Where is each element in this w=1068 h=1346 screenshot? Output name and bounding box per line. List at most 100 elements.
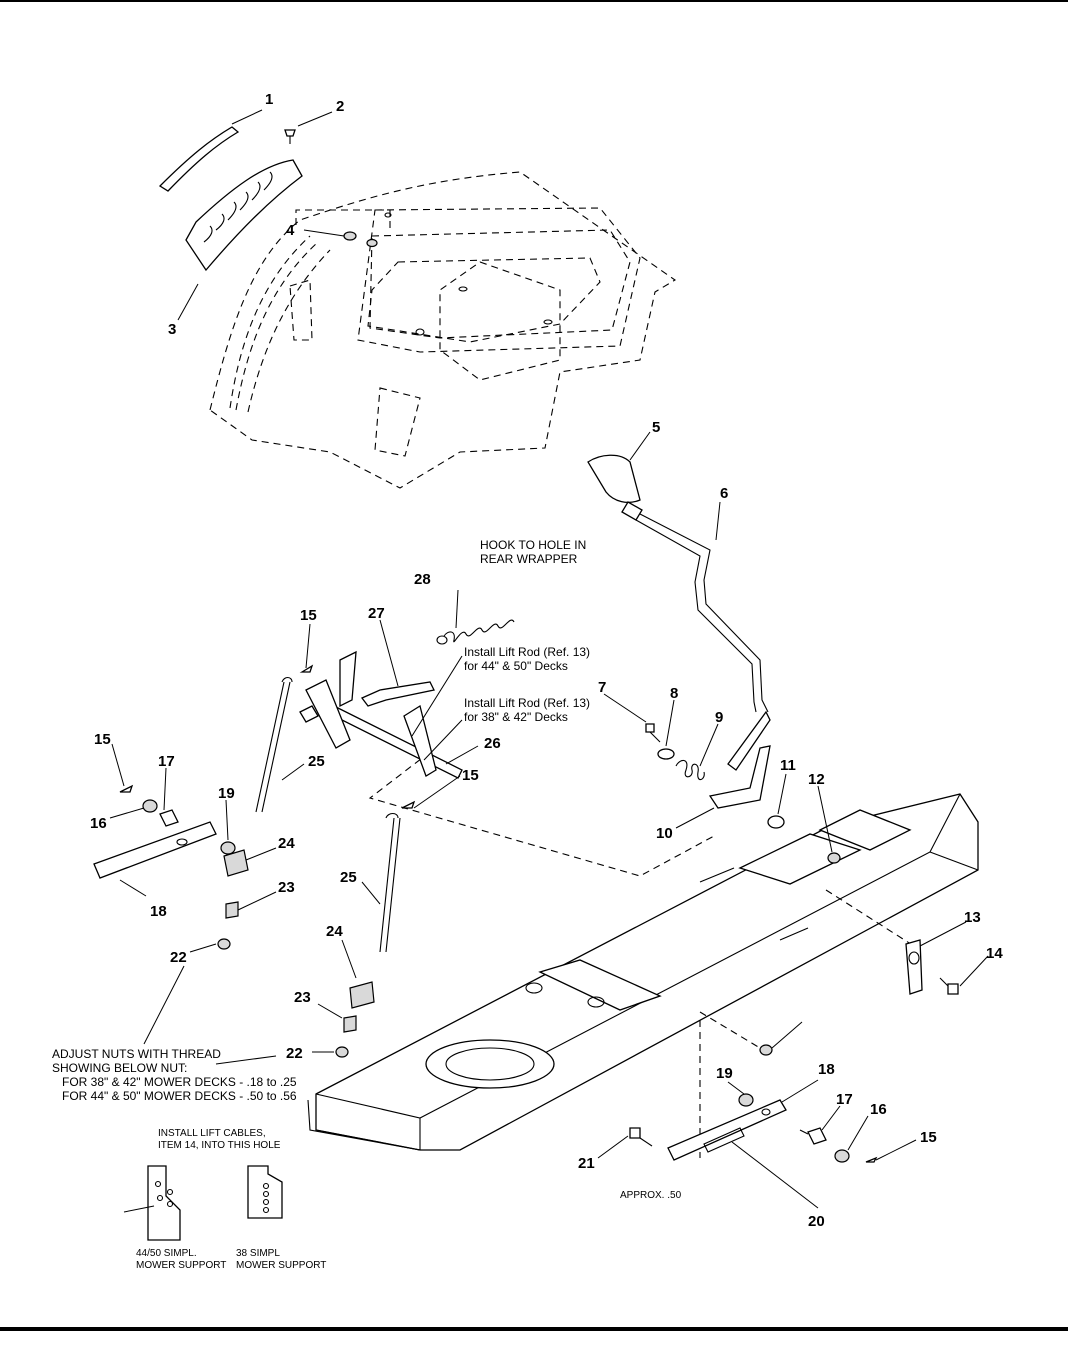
part-16-washer-right (834, 1149, 850, 1163)
note-install-lift-cables: INSTALL LIFT CABLES, ITEM 14, INTO THIS … (158, 1128, 281, 1151)
part-12-nut-lower (759, 1044, 773, 1056)
note-hook-line-1: HOOK TO HOLE IN (480, 538, 586, 552)
note-cables-line-1: INSTALL LIFT CABLES, (158, 1128, 266, 1139)
callout-25-left: 25 (308, 753, 325, 770)
top-rule (0, 0, 1068, 2)
callout-24-right: 24 (326, 923, 343, 940)
callout-4: 4 (286, 222, 295, 239)
callout-21: 21 (578, 1155, 595, 1172)
callout-23-left: 23 (278, 879, 295, 896)
label-38-line-2: MOWER SUPPORT (236, 1260, 326, 1271)
part-5-knob (587, 454, 641, 503)
part-17-pin-left (159, 809, 179, 827)
callout-15-a: 15 (300, 607, 317, 624)
note-lift44-line-1: Install Lift Rod (Ref. 13) (464, 645, 590, 659)
note-adjust-line-4: FOR 44" & 50" MOWER DECKS - .50 to .56 (62, 1089, 297, 1103)
part-28-spring (436, 619, 515, 645)
callout-10: 10 (656, 825, 673, 842)
callout-16-right: 16 (870, 1101, 887, 1118)
callout-19-left: 19 (218, 785, 235, 802)
part-23-spacer-right (343, 1015, 357, 1033)
part-8-washer (657, 748, 675, 760)
mower-support-4450-icon (123, 1165, 181, 1241)
bottom-rule (0, 1327, 1068, 1331)
part-25-lift-rod-left (255, 676, 293, 813)
part-6-lift-lever (621, 501, 771, 771)
part-21-bolt (629, 1127, 653, 1147)
note-cables-line-2: ITEM 14, INTO THIS HOLE (158, 1140, 281, 1151)
callout-13: 13 (964, 909, 981, 926)
part-15-cotter-a (299, 664, 314, 673)
label-4450-mower-support: 44/50 SIMPL. MOWER SUPPORT (136, 1248, 226, 1271)
callout-27: 27 (368, 605, 385, 622)
part-13-lift-link (905, 939, 923, 995)
part-18-bracket-left (93, 821, 217, 879)
hidden-line-shaft-to-frame (368, 751, 715, 877)
part-2-screw (284, 129, 296, 144)
frame-chassis (307, 793, 979, 1151)
callout-9: 9 (715, 709, 723, 726)
part-9-spring (675, 759, 705, 781)
part-22-nut-right (335, 1046, 349, 1058)
callout-3: 3 (168, 321, 176, 338)
callout-11: 11 (780, 757, 796, 774)
part-23-spacer-left (225, 901, 239, 919)
note-approx: APPROX. .50 (620, 1190, 682, 1201)
callout-2: 2 (336, 98, 344, 115)
part-25-lift-rod-right (379, 812, 401, 953)
label-4450-line-1: 44/50 SIMPL. (136, 1248, 197, 1259)
part-12-nut-upper (827, 852, 841, 864)
leader-lines (109, 109, 989, 1209)
part-15-cotter-c (401, 800, 416, 809)
hidden-line-front-lift (699, 1011, 761, 1049)
callout-12-upper: 12 (808, 771, 825, 788)
callout-22-right: 22 (286, 1045, 303, 1062)
callout-5: 5 (652, 419, 660, 436)
mower-support-38-icon (247, 1165, 283, 1219)
part-19-spacer-right (738, 1093, 754, 1107)
callout-23-right: 23 (294, 989, 311, 1006)
callout-15-d: 15 (920, 1129, 937, 1146)
callout-26: 26 (484, 735, 501, 752)
label-4450-line-2: MOWER SUPPORT (136, 1260, 226, 1271)
part-7-bolt (645, 723, 661, 743)
part-19-spacer-left (220, 841, 236, 855)
label-38-line-1: 38 SIMPL (236, 1248, 280, 1259)
callout-19-right: 19 (716, 1065, 733, 1082)
part-3-plate (185, 159, 303, 272)
part-24-block-left (223, 849, 249, 877)
label-38-mower-support: 38 SIMPL MOWER SUPPORT (236, 1248, 326, 1271)
rear-fender (209, 171, 677, 489)
callout-25-right: 25 (340, 869, 357, 886)
note-adjust-line-3: FOR 38" & 42" MOWER DECKS - .18 to .25 (62, 1075, 297, 1089)
part-16-washer-left (142, 799, 158, 813)
callout-14: 14 (986, 945, 1003, 962)
part-24-block-right (349, 981, 375, 1009)
note-adjust-line-2: SHOWING BELOW NUT: (52, 1061, 187, 1075)
part-18-bracket-right (667, 1099, 787, 1161)
callout-16-left: 16 (90, 815, 107, 832)
note-lift-rod-38-42: Install Lift Rod (Ref. 13) for 38" & 42"… (464, 696, 590, 724)
part-15-cotter-b (119, 784, 134, 793)
part-17-pin-right (799, 1127, 827, 1145)
callout-1: 1 (265, 91, 273, 108)
callout-15-b: 15 (94, 731, 111, 748)
note-lift-rod-44-50: Install Lift Rod (Ref. 13) for 44" & 50"… (464, 645, 590, 673)
note-lift38-line-1: Install Lift Rod (Ref. 13) (464, 696, 590, 710)
callout-7: 7 (598, 679, 606, 696)
callout-18-right: 18 (818, 1061, 835, 1078)
part-10-bracket (708, 745, 771, 809)
part-15-cotter-d (865, 1156, 878, 1163)
callout-17-left: 17 (158, 753, 175, 770)
part-11-washer (767, 815, 785, 829)
callout-17-right: 17 (836, 1091, 853, 1108)
note-adjust-line-1: ADJUST NUTS WITH THREAD (52, 1047, 221, 1061)
part-14-bolt (939, 977, 959, 995)
note-adjust-nuts: ADJUST NUTS WITH THREAD SHOWING BELOW NU… (52, 1047, 297, 1103)
callout-20: 20 (808, 1213, 825, 1230)
note-hook-line-2: REAR WRAPPER (480, 552, 578, 566)
callout-15-c: 15 (462, 767, 479, 784)
callout-28: 28 (414, 571, 431, 588)
callout-18-left: 18 (150, 903, 167, 920)
